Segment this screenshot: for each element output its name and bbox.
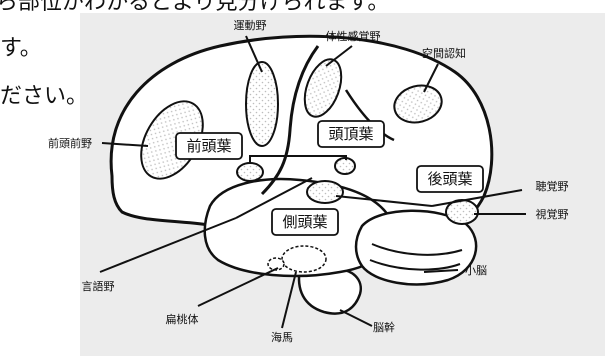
hippocampus-label: 海馬 [271, 330, 293, 344]
spatial-area [393, 84, 443, 124]
central-sulcus [260, 45, 320, 196]
motor-area-label: 運動野 [234, 18, 267, 32]
lobe-bracket [249, 155, 347, 163]
amygdala-label: 扁桃体 [166, 312, 199, 326]
auditory-area-label: 聴覚野 [536, 180, 569, 193]
hippocampus-shape [281, 245, 327, 273]
language-area-label: 言語野 [82, 279, 115, 293]
language-area-parietal [334, 157, 356, 175]
language-area-frontal [236, 162, 264, 182]
occipital-lobe-box [416, 165, 484, 193]
temporal-lobe-label: 側頭葉 [282, 213, 327, 231]
page-text-line-2: す。 [0, 36, 42, 61]
spatial-area-label: 空間認知 [422, 46, 466, 60]
visual-area-label: 視覚野 [536, 207, 569, 221]
frontal-lobe-box [175, 132, 243, 160]
temporal-lobe-box [271, 208, 339, 236]
auditory-area [306, 180, 344, 204]
cerebellum-label: 小脳 [465, 264, 487, 277]
leader-lines [99, 35, 526, 329]
prefrontal-area-label: 前頭前野 [48, 136, 92, 150]
somatosensory-area-label: 体性感覚野 [326, 29, 381, 43]
motor-area [245, 61, 279, 147]
brainstem-shape [297, 266, 363, 315]
frontal-lobe-label: 前頭葉 [186, 137, 231, 155]
page-text-line-3: ださい。 [0, 84, 89, 109]
occipital-lobe-label: 後頭葉 [427, 170, 472, 188]
brainstem-label: 脳幹 [373, 320, 395, 334]
parietal-lobe-label: 頭頂葉 [328, 125, 373, 143]
parietal-lobe-box [317, 120, 385, 148]
page-text-line-1: ら部位がわかるとより見分けられます。 [0, 0, 390, 15]
